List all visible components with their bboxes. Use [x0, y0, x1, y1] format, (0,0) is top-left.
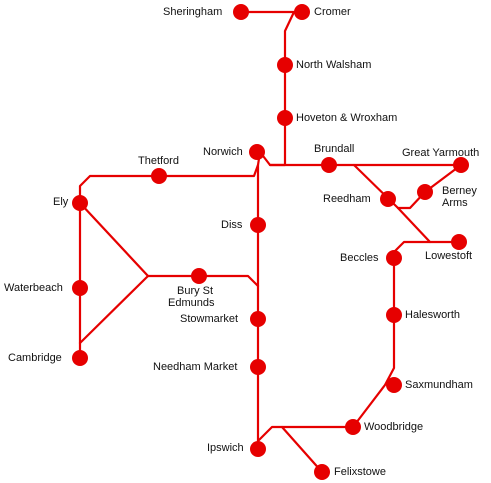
station-brundall[interactable] [321, 157, 337, 173]
line-norwich-thetford-ely [78, 163, 260, 360]
label-felixstowe: Felixstowe [334, 466, 386, 478]
label-north-walsham: North Walsham [296, 59, 372, 71]
station-stowmarket[interactable] [250, 311, 266, 327]
station-sheringham[interactable] [233, 4, 249, 20]
station-diss[interactable] [250, 217, 266, 233]
line-ely-bury [78, 201, 150, 278]
line-cromer-norwich [268, 10, 304, 167]
label-bury-st-edmunds-line1: Bury St [177, 285, 214, 297]
line-brundall-reedham-lowestoft [352, 163, 461, 244]
line-norwich-ipswich [256, 150, 262, 451]
station-felixstowe[interactable] [314, 464, 330, 480]
station-ipswich[interactable] [250, 441, 266, 457]
label-berney-arms-line1: Berney [442, 185, 477, 197]
label-ely: Ely [53, 196, 69, 208]
label-hoveton-wroxham: Hoveton & Wroxham [296, 112, 398, 124]
label-thetford: Thetford [138, 155, 179, 167]
station-lowestoft[interactable] [451, 234, 467, 250]
station-needham-market[interactable] [250, 359, 266, 375]
label-bury-st-edmunds-line2: Edmunds [168, 297, 215, 309]
station-waterbeach[interactable] [72, 280, 88, 296]
station-great-yarmouth[interactable] [453, 157, 469, 173]
label-reedham: Reedham [323, 193, 371, 205]
label-diss: Diss [221, 219, 243, 231]
station-berney-arms[interactable] [417, 184, 433, 200]
label-cromer: Cromer [314, 6, 351, 18]
station-bury-st-edmunds[interactable] [191, 268, 207, 284]
station-hoveton-wroxham[interactable] [277, 110, 293, 126]
label-great-yarmouth: Great Yarmouth [402, 147, 480, 159]
label-norwich: Norwich [203, 146, 243, 158]
station-halesworth[interactable] [386, 307, 402, 323]
label-woodbridge: Woodbridge [364, 421, 424, 433]
label-stowmarket: Stowmarket [180, 313, 239, 325]
station-thetford[interactable] [151, 168, 167, 184]
station-ely[interactable] [72, 195, 88, 211]
label-saxmundham: Saxmundham [405, 379, 473, 391]
line-east-suffolk [256, 256, 396, 443]
label-sheringham: Sheringham [163, 6, 223, 18]
station-cromer[interactable] [294, 4, 310, 20]
label-cambridge: Cambridge [8, 352, 62, 364]
station-norwich[interactable] [249, 144, 265, 160]
label-berney-arms-line2: Arms [442, 197, 468, 209]
label-halesworth: Halesworth [405, 309, 461, 321]
line-bury-stowmarket [146, 274, 260, 288]
line-reedham-berney-arms [396, 163, 463, 210]
station-reedham[interactable] [380, 191, 396, 207]
label-brundall: Brundall [314, 143, 355, 155]
station-beccles[interactable] [386, 250, 402, 266]
line-felixstowe-branch [280, 425, 324, 474]
station-cambridge[interactable] [72, 350, 88, 366]
station-north-walsham[interactable] [277, 57, 293, 73]
station-saxmundham[interactable] [386, 377, 402, 393]
label-needham-market: Needham Market [153, 361, 238, 373]
label-beccles: Beccles [340, 252, 379, 264]
label-waterbeach: Waterbeach [4, 282, 63, 294]
label-lowestoft: Lowestoft [425, 250, 473, 262]
station-woodbridge[interactable] [345, 419, 361, 435]
line-cambridge-bury [78, 274, 150, 345]
label-ipswich: Ipswich [207, 442, 244, 454]
